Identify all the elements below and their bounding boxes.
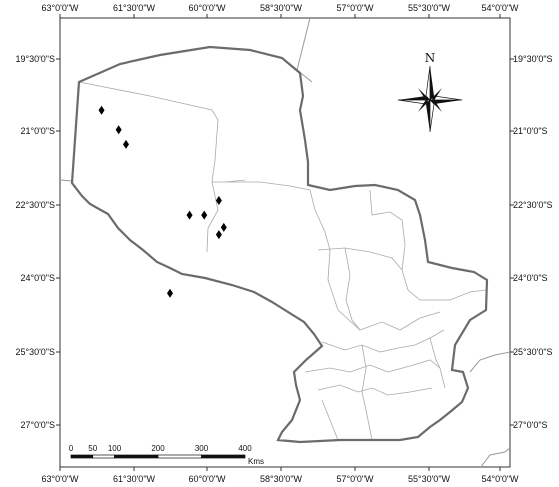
- department-border-presidente-hayes: [206, 181, 219, 253]
- neighbor-border-southeast: [479, 447, 511, 469]
- lon-label-top: 57°0'0"W: [336, 3, 374, 13]
- lon-label-top: 55°30'0"W: [408, 3, 451, 13]
- map-neatline: [59, 17, 511, 468]
- graticule-ticks: [56, 14, 514, 471]
- lon-label-bottom: 57°0'0"W: [336, 474, 374, 484]
- department-border-canindeyu: [401, 269, 487, 301]
- lon-label-top: 63°0'0"W: [41, 3, 79, 13]
- national-border: [70, 45, 489, 444]
- sample-point[interactable]: [115, 125, 122, 135]
- scale-bar-tick-label: 100: [108, 444, 122, 453]
- lon-label-bottom: 54°0'0"W: [481, 474, 519, 484]
- sample-point[interactable]: [220, 222, 227, 232]
- lat-label-left: 25°30'0"S: [15, 347, 55, 357]
- lat-label-left: 22°30'0"S: [15, 200, 55, 210]
- north-letter: N: [425, 51, 436, 65]
- department-border-san-pedro: [344, 247, 361, 331]
- scale-bar-segment: [70, 454, 94, 459]
- neighbor-border-east: [469, 351, 511, 373]
- lat-label-right: 25°30'0"S: [513, 347, 553, 357]
- scale-bar-tick-label: 400: [238, 444, 252, 453]
- lon-label-bottom: 55°30'0"W: [408, 474, 451, 484]
- scale-bar-segment: [114, 454, 159, 459]
- department-border-neembucu: [321, 399, 339, 441]
- sample-point[interactable]: [201, 210, 208, 220]
- longitude-labels-bottom: 63°0'0"W 61°30'0"W 60°0'0"W 58°30'0"W 57…: [41, 474, 519, 484]
- scale-bar-tick-label: 200: [151, 444, 165, 453]
- scale-bar-unit: Kms: [248, 457, 264, 466]
- department-border-alto-parana: [429, 337, 446, 389]
- lon-label-bottom: 63°0'0"W: [41, 474, 79, 484]
- scale-bar-segment: [201, 454, 246, 459]
- scale-bar-tick-label: 300: [195, 444, 209, 453]
- department-border-central: [321, 329, 445, 353]
- latitude-labels-left: 19°30'0"S 21°0'0"S 22°30'0"S 24°0'0"S 25…: [15, 54, 55, 430]
- department-border-concepcion-south: [317, 247, 403, 271]
- department-borders: [78, 81, 487, 441]
- scale-bar-tick-labels: 0 50 100 200 300 400: [69, 444, 252, 453]
- department-border-guaira: [361, 344, 373, 441]
- compass-rose-icon: [397, 65, 463, 133]
- lon-label-top: 54°0'0"W: [481, 3, 519, 13]
- department-border-amambay: [369, 189, 406, 271]
- department-border-concepcion-west: [309, 189, 339, 311]
- lat-label-left: 27°0'0"S: [20, 420, 55, 430]
- sample-point[interactable]: [186, 210, 193, 220]
- department-border-paraguari: [304, 359, 441, 373]
- lat-label-left: 19°30'0"S: [15, 54, 55, 64]
- sample-point[interactable]: [167, 288, 173, 298]
- department-border-misiones: [317, 384, 433, 396]
- department-border-chaco-river: [226, 181, 311, 191]
- lat-label-right: 22°30'0"S: [513, 200, 553, 210]
- sample-point[interactable]: [98, 105, 105, 115]
- north-arrow: N: [397, 51, 463, 133]
- scale-bar-tick-label: 0: [69, 444, 74, 453]
- lat-label-right: 19°30'0"S: [513, 54, 553, 64]
- sample-point[interactable]: [123, 139, 129, 149]
- lon-label-top: 60°0'0"W: [188, 3, 226, 13]
- points-layer: [98, 105, 227, 298]
- latitude-labels-right: 19°30'0"S 21°0'0"S 22°30'0"S 24°0'0"S 25…: [513, 54, 553, 430]
- department-border-caaguazu: [337, 309, 441, 331]
- lon-label-bottom: 58°30'0"W: [260, 474, 303, 484]
- lat-label-right: 24°0'0"S: [513, 273, 548, 283]
- lat-label-right: 21°0'0"S: [513, 126, 548, 136]
- lon-label-bottom: 60°0'0"W: [188, 474, 226, 484]
- lon-label-top: 58°30'0"W: [260, 3, 303, 13]
- sample-point[interactable]: [215, 230, 222, 240]
- sample-point[interactable]: [215, 196, 222, 206]
- neighbor-border-west: [59, 179, 73, 182]
- lat-label-right: 27°0'0"S: [513, 420, 548, 430]
- lon-label-top: 61°30'0"W: [113, 3, 156, 13]
- scale-bar-tick-label: 50: [88, 444, 97, 453]
- department-border-boa-alto: [78, 81, 246, 183]
- lat-label-left: 24°0'0"S: [20, 273, 55, 283]
- scale-bar-segment: [157, 454, 202, 459]
- scale-bar-segment: [92, 454, 115, 459]
- longitude-labels-top: 63°0'0"W 61°30'0"W 60°0'0"W 58°30'0"W 57…: [41, 3, 519, 13]
- scale-bar-segments: [70, 454, 246, 459]
- lon-label-bottom: 61°30'0"W: [113, 474, 156, 484]
- scale-bar: 0 50 100 200 300 400 Kms: [69, 444, 264, 466]
- lat-label-left: 21°0'0"S: [20, 126, 55, 136]
